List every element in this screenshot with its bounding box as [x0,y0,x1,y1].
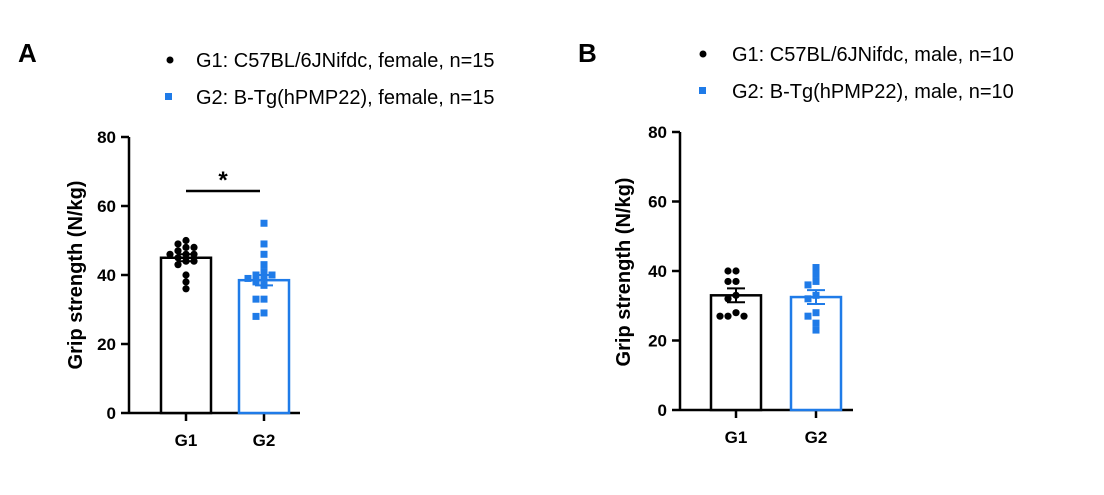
panel-a-point-g1-10 [190,257,198,265]
panel-a-point-g2-2 [260,250,268,258]
panel-b-point-g1-3 [724,277,732,286]
panel-a-point-g1-11 [174,261,182,269]
panel-b-point-g1-4 [732,291,740,299]
panel-a-xtick-g2: G2 [253,431,276,450]
panel-b: B G1: C57BL/6JNifdc, male, n=10 G2: B-Tg… [578,38,1014,447]
panel-b-point-g1-8 [740,312,748,320]
panel-a-point-g2-1 [260,240,268,248]
panel-a-point-g1-14 [182,285,190,293]
panel-a-point-g2-13 [260,309,268,317]
panel-b-ytick-label-80: 80 [648,123,667,142]
panel-a-ytick-label-0: 0 [107,404,116,423]
panel-a-point-g2-11 [260,295,268,303]
panel-b-ytick-label-40: 40 [648,262,667,281]
panel-b-point-g1-1 [724,267,732,275]
panel-b-point-g2-8 [812,319,820,327]
panel-a-point-g1-6 [190,250,198,258]
panel-a-ylabel: Grip strength (N/kg) [65,181,87,370]
panel-b-plot: G1 G2 0 20 40 60 80 [648,123,853,447]
panel-a-ytick-label-60: 60 [97,197,116,216]
panel-a-ytick-label-80: 80 [97,128,116,147]
panel-a-point-g2-10 [260,281,268,289]
panel-a-point-g1-7 [166,250,174,258]
panel-b-legend: G1: C57BL/6JNifdc, male, n=10 G2: B-Tg(h… [699,44,1014,103]
panel-a-ytick-label-40: 40 [97,266,116,285]
panel-b-point-g2-2 [812,277,820,285]
panel-a-point-g1-8 [174,254,182,262]
panel-a-point-g1-0 [182,236,190,245]
panel-b-letter: B [578,38,597,68]
panel-a-point-g2-3 [260,261,268,269]
panel-a-point-g2-9 [252,278,260,286]
panel-b-point-g2-4 [812,291,820,299]
panel-a-point-g1-13 [182,278,190,286]
legend-a-g1-marker [166,56,174,64]
panel-a-point-g1-12 [182,271,190,279]
panel-a-point-g2-12 [252,295,260,303]
panel-a-point-g2-7 [260,274,268,282]
legend-b-g2-label: G2: B-Tg(hPMP22), male, n=10 [732,81,1014,103]
legend-a-g2-marker [165,93,172,100]
legend-a-g1-label: G1: C57BL/6JNifdc, female, n=15 [196,50,495,72]
panel-b-point-g2-6 [812,309,820,317]
panel-b-point-g1-7 [724,312,732,320]
panel-b-ytick-label-20: 20 [648,332,667,351]
panel-a-point-g2-5 [252,271,260,279]
panel-b-xtick-g2: G2 [805,428,828,447]
panel-a-legend: G1: C57BL/6JNifdc, female, n=15 G2: B-Tg… [165,50,495,109]
panel-a-point-g1-2 [182,243,190,251]
panel-b-point-g1-9 [716,312,724,320]
panel-b-point-g1-6 [732,309,740,317]
panel-b-point-g2-7 [804,312,812,320]
panel-b-point-g2-0 [812,264,820,272]
panel-b-point-g2-9 [812,326,820,334]
panel-b-point-g1-5 [724,295,732,303]
panel-a-point-g2-6 [268,271,276,279]
legend-b-g2-marker [699,87,706,94]
panel-a-point-g2-0 [260,219,268,227]
panel-a-bar-g2 [237,278,291,415]
panel-a-point-g1-5 [182,250,190,258]
panel-b-point-g2-5 [804,295,812,303]
legend-b-g1-label: G1: C57BL/6JNifdc, male, n=10 [732,44,1014,66]
panel-a: A G1: C57BL/6JNifdc, female, n=15 G2: B-… [18,38,495,450]
panel-b-xtick-g1: G1 [725,428,748,447]
panel-b-point-g1-0 [732,267,740,275]
panel-b-ytick-label-60: 60 [648,193,667,212]
legend-a-g2-label: G2: B-Tg(hPMP22), female, n=15 [196,87,494,109]
panel-a-point-g2-4 [260,268,268,276]
panel-b-point-g2-1 [812,270,820,278]
panel-b-ytick-label-0: 0 [658,401,667,420]
panel-a-point-g1-9 [182,257,190,265]
panel-b-point-g2-3 [804,281,812,289]
panel-a-plot: G1 G2 * 0 20 40 60 80 [97,128,300,450]
panel-b-ylabel: Grip strength (N/kg) [613,178,635,367]
legend-b-g1-marker [699,50,707,58]
panel-a-ytick-label-20: 20 [97,335,116,354]
panel-b-point-g1-2 [732,277,740,286]
panel-a-point-g1-3 [190,243,198,251]
panel-a-significance-star: * [218,167,228,194]
panel-a-point-g2-8 [244,274,252,282]
panel-a-point-g1-4 [174,247,182,255]
panel-a-letter: A [18,38,37,68]
panel-a-point-g2-14 [252,312,260,320]
panel-a-xtick-g1: G1 [175,431,198,450]
panel-a-point-g1-1 [174,240,182,248]
